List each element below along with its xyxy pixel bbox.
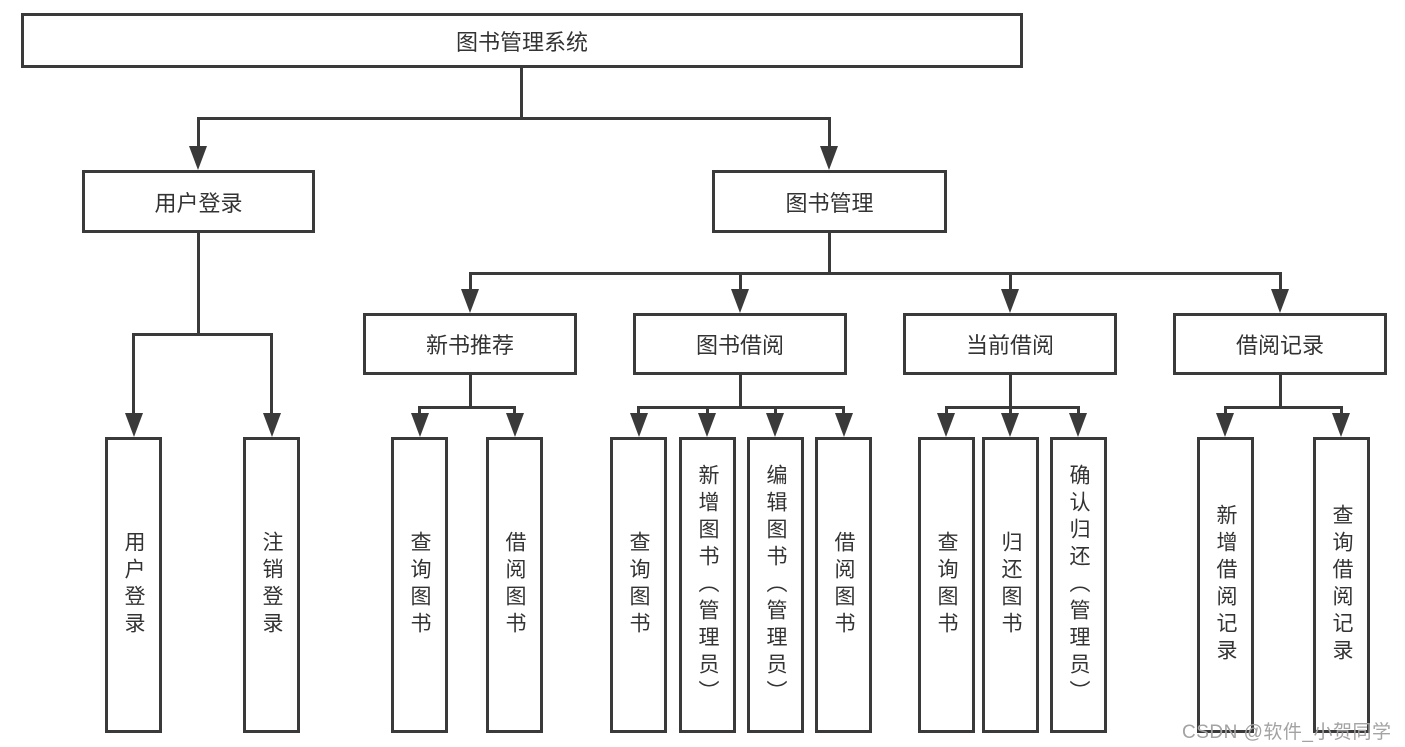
leaf-br-add-record: 新增借阅记录 xyxy=(1197,437,1254,733)
arrowhead-current-borrow-icon xyxy=(1001,289,1019,313)
connector-root-trunk xyxy=(520,68,523,120)
arrowhead-leaf-user-login-icon xyxy=(125,413,143,437)
arrowhead-book-management-icon xyxy=(820,146,838,170)
connector-to-user-login xyxy=(197,120,200,148)
leaf-label: 新增借阅记录 xyxy=(1214,504,1237,666)
arrowhead-leaf-bb-borrow-icon xyxy=(835,413,853,437)
node-book-management: 图书管理 xyxy=(712,170,947,233)
leaf-cb-return-books: 归还图书 xyxy=(982,437,1039,733)
leaf-cb-confirm-return-admin: 确认归还（管理员） xyxy=(1050,437,1107,733)
arrowhead-leaf-cb-return-icon xyxy=(1001,413,1019,437)
connector-borrow-records-branch xyxy=(1224,406,1343,409)
leaf-label: 用户登录 xyxy=(122,531,145,639)
node-new-book-recommend: 新书推荐 xyxy=(363,313,577,375)
connector-user-login-trunk xyxy=(197,233,200,335)
arrowhead-user-login-icon xyxy=(189,146,207,170)
node-label: 用户登录 xyxy=(154,190,243,216)
connector-root-branch xyxy=(197,117,831,120)
leaf-label: 确认归还（管理员） xyxy=(1067,463,1090,707)
arrowhead-leaf-cb-query-icon xyxy=(937,413,955,437)
leaf-label: 查询图书 xyxy=(935,531,958,639)
connector-book-management-trunk xyxy=(828,233,831,274)
node-root: 图书管理系统 xyxy=(21,13,1023,68)
leaf-label: 借阅图书 xyxy=(832,531,855,639)
arrowhead-leaf-nbr-borrow-icon xyxy=(506,413,524,437)
node-label: 图书借阅 xyxy=(695,333,784,358)
node-label: 新书推荐 xyxy=(425,333,514,358)
leaf-bb-edit-books-admin: 编辑图书（管理员） xyxy=(747,437,804,733)
node-label: 图书管理系统 xyxy=(455,29,588,55)
connector-current-borrow-trunk xyxy=(1009,375,1012,408)
connector-to-leaf-user-login xyxy=(132,335,135,415)
leaf-cb-query-books: 查询图书 xyxy=(918,437,975,733)
connector-new-book-recommend-branch xyxy=(418,406,516,409)
arrowhead-leaf-cb-confirm-icon xyxy=(1069,413,1087,437)
node-current-borrow: 当前借阅 xyxy=(903,313,1117,375)
connector-new-book-recommend-trunk xyxy=(469,375,472,408)
leaf-bb-add-books-admin: 新增图书（管理员） xyxy=(679,437,736,733)
arrowhead-leaf-nbr-query-icon xyxy=(411,413,429,437)
leaf-label: 编辑图书（管理员） xyxy=(764,463,787,707)
leaf-label: 查询借阅记录 xyxy=(1330,504,1353,666)
node-label: 图书管理 xyxy=(785,190,874,216)
connector-user-login-branch xyxy=(132,333,273,336)
arrowhead-leaf-bb-add-icon xyxy=(698,413,716,437)
leaf-label: 查询图书 xyxy=(627,531,650,639)
node-book-borrow: 图书借阅 xyxy=(633,313,847,375)
arrowhead-new-book-recommend-icon xyxy=(461,289,479,313)
connector-to-new-book-recommend xyxy=(469,275,472,291)
arrowhead-leaf-bb-edit-icon xyxy=(766,413,784,437)
leaf-label: 归还图书 xyxy=(999,531,1022,639)
leaf-label: 新增图书（管理员） xyxy=(696,463,719,707)
arrowhead-leaf-br-add-icon xyxy=(1216,413,1234,437)
watermark-text: CSDN @软件_小贺同学 xyxy=(1182,722,1392,743)
leaf-br-query-record: 查询借阅记录 xyxy=(1313,437,1370,733)
leaf-bb-query-books: 查询图书 xyxy=(610,437,667,733)
arrowhead-leaf-br-query-icon xyxy=(1332,413,1350,437)
connector-to-leaf-logout xyxy=(270,335,273,415)
leaf-nbr-query-books: 查询图书 xyxy=(391,437,448,733)
connector-borrow-records-trunk xyxy=(1279,375,1282,408)
node-borrow-records: 借阅记录 xyxy=(1173,313,1387,375)
arrowhead-leaf-bb-query-icon xyxy=(630,413,648,437)
connector-book-borrow-branch xyxy=(637,406,845,409)
arrowhead-book-borrow-icon xyxy=(731,289,749,313)
leaf-label: 注销登录 xyxy=(260,531,283,639)
arrowhead-borrow-records-icon xyxy=(1271,289,1289,313)
node-label: 借阅记录 xyxy=(1235,333,1324,358)
node-user-login: 用户登录 xyxy=(82,170,315,233)
connector-to-book-borrow xyxy=(739,275,742,291)
connector-current-borrow-branch xyxy=(945,406,1080,409)
connector-book-borrow-trunk xyxy=(739,375,742,408)
connector-to-book-management xyxy=(828,120,831,148)
leaf-user-login: 用户登录 xyxy=(105,437,162,733)
leaf-label: 查询图书 xyxy=(408,531,431,639)
connector-book-management-branch xyxy=(469,272,1282,275)
leaf-nbr-borrow-books: 借阅图书 xyxy=(486,437,543,733)
leaf-bb-borrow-books: 借阅图书 xyxy=(815,437,872,733)
leaf-logout: 注销登录 xyxy=(243,437,300,733)
leaf-label: 借阅图书 xyxy=(503,531,526,639)
connector-to-current-borrow xyxy=(1009,275,1012,291)
connector-to-borrow-records xyxy=(1279,275,1282,291)
node-label: 当前借阅 xyxy=(965,333,1054,358)
arrowhead-leaf-logout-icon xyxy=(263,413,281,437)
